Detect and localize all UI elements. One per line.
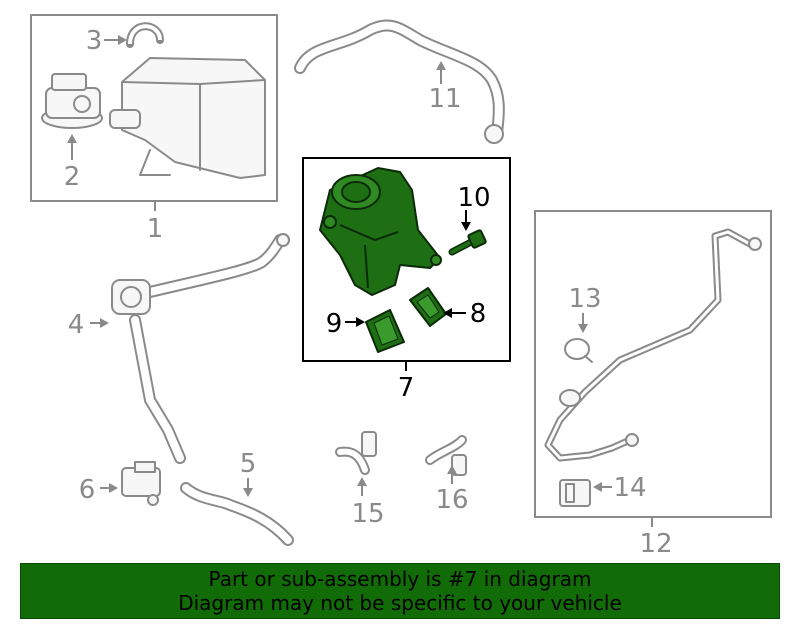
- part-2-purge-valve[interactable]: [41, 73, 103, 129]
- part-9-gasket[interactable]: [365, 309, 405, 353]
- callout-3: 3: [86, 26, 103, 56]
- callout-10: 10: [457, 183, 490, 213]
- callout-8: 8: [470, 299, 487, 329]
- part-13-clip[interactable]: [564, 338, 593, 363]
- leader-13: [578, 313, 588, 333]
- group-box-12: [534, 210, 772, 527]
- leader-11: [436, 61, 446, 84]
- part-8-gasket[interactable]: [409, 287, 447, 327]
- part-11-vapor-tube[interactable]: [294, 19, 505, 144]
- part-14-sensor[interactable]: [559, 479, 591, 507]
- part-7-separator-assembly[interactable]: [319, 167, 442, 296]
- leader-2: [67, 134, 77, 160]
- callout-7: 7: [398, 373, 415, 403]
- callout-14: 14: [613, 473, 646, 503]
- callout-1: 1: [147, 214, 164, 244]
- part-6-sensor[interactable]: [121, 461, 161, 506]
- callout-15: 15: [351, 499, 384, 529]
- leader-3: [104, 35, 127, 45]
- part-3-hose[interactable]: [126, 22, 164, 48]
- callout-5: 5: [240, 449, 257, 479]
- part-12-line-assembly[interactable]: [544, 228, 762, 462]
- part-1-canister[interactable]: [109, 57, 266, 179]
- callout-2: 2: [64, 162, 81, 192]
- part-10-bolt[interactable]: [448, 229, 487, 256]
- parts-diagram: 1 2 3 4 5 6 7 8 9 10 11 12 13 14 15 16: [30, 14, 772, 559]
- callout-16: 16: [435, 485, 468, 515]
- callout-12: 12: [639, 529, 672, 559]
- leader-10: [461, 210, 471, 231]
- leader-15: [357, 477, 367, 496]
- leader-5: [243, 478, 253, 497]
- group-box-7: [302, 157, 511, 371]
- notice-line-2: Diagram may not be specific to your vehi…: [178, 591, 622, 615]
- notice-banner: Part or sub-assembly is #7 in diagram Di…: [20, 563, 780, 619]
- leader-4: [90, 318, 109, 328]
- leader-6: [100, 483, 118, 493]
- callout-9: 9: [326, 309, 343, 339]
- callout-11: 11: [428, 84, 461, 114]
- part-5-hose[interactable]: [180, 482, 294, 546]
- leader-14: [593, 482, 612, 492]
- callout-4: 4: [68, 310, 85, 340]
- callout-13: 13: [568, 284, 601, 314]
- part-15-connector[interactable]: [335, 431, 377, 475]
- part-16-connector[interactable]: [425, 435, 467, 476]
- callout-6: 6: [79, 475, 96, 505]
- part-4-tube-assembly[interactable]: [111, 233, 290, 464]
- notice-line-1: Part or sub-assembly is #7 in diagram: [208, 567, 592, 591]
- leader-9: [345, 317, 365, 327]
- leader-8: [443, 308, 466, 318]
- leader-16: [447, 465, 457, 484]
